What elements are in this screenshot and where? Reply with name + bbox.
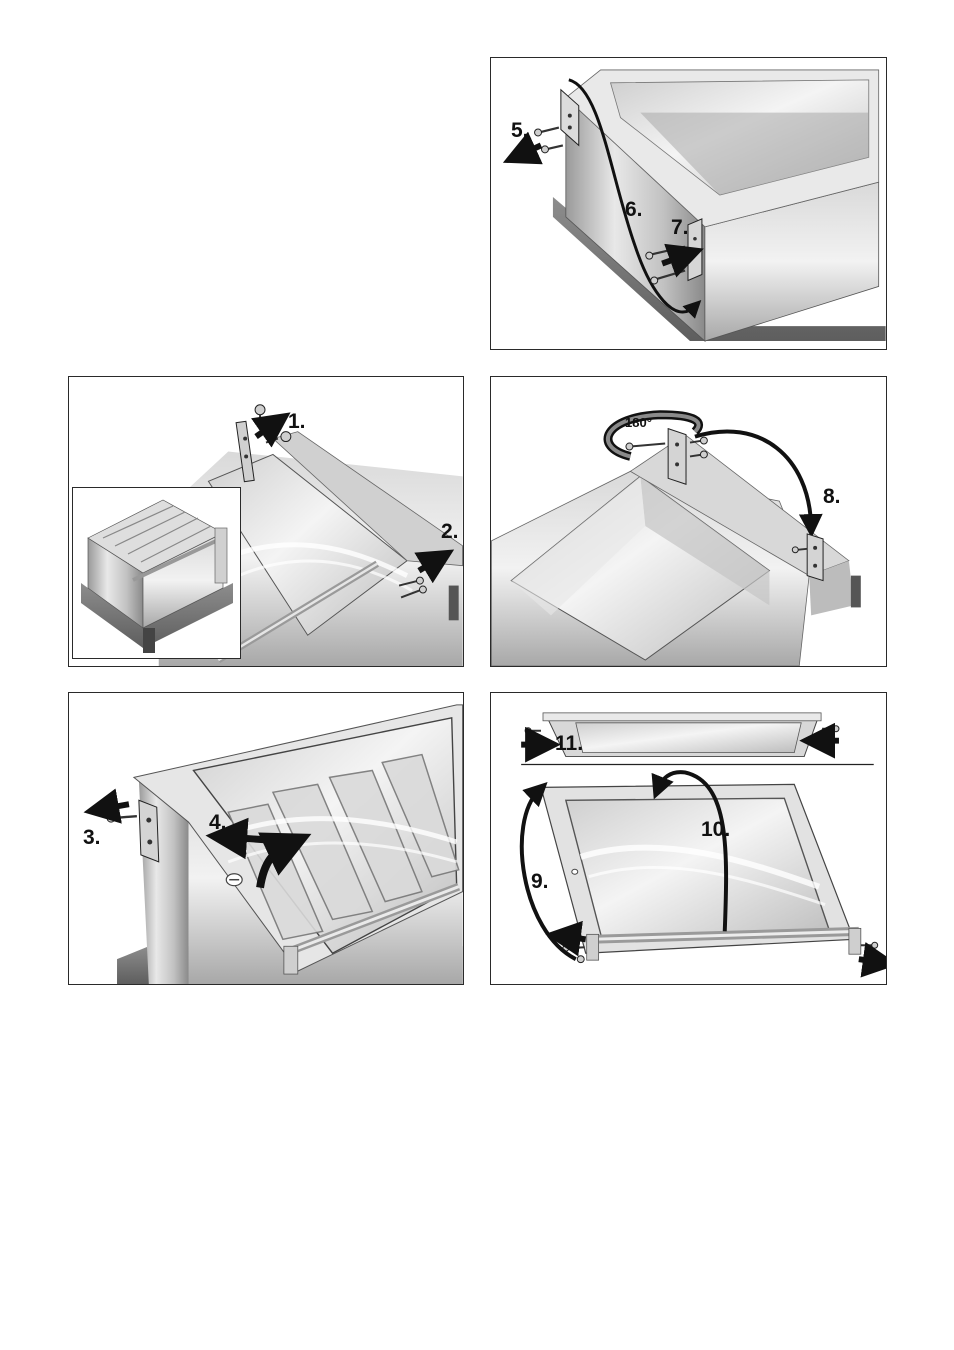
panel-top-right: 5. 6. 7.	[490, 57, 887, 350]
step-label-3: 3.	[83, 827, 101, 848]
step-label-11: 11.	[555, 733, 583, 754]
hinge-plate-bottom	[807, 534, 823, 581]
freezer-lid-removal-illustration	[69, 693, 463, 984]
panel-mid-right: 180° 8.	[490, 376, 887, 667]
step-label-9: 9.	[531, 871, 549, 892]
step-label-5: 5.	[511, 120, 529, 141]
hinge-plate-bottom	[688, 219, 702, 281]
inset-overview	[72, 487, 241, 659]
step-label-2: 2.	[441, 521, 459, 542]
step-label-8: 8.	[823, 486, 841, 507]
step-label-10: 10.	[701, 819, 730, 840]
panel-bottom-left: 3. 4.	[68, 692, 464, 985]
panel-bottom-right: 11. 10. 9.	[490, 692, 887, 985]
freezer-hinge-illustration	[491, 58, 886, 349]
lid-frame-illustration	[491, 693, 886, 984]
hinge-plate-top	[668, 429, 686, 485]
arrow-up-right-icon	[256, 423, 276, 437]
step-label-7: 7.	[671, 217, 689, 238]
arrow-left-icon	[563, 936, 586, 939]
hinge-plate	[139, 800, 159, 862]
freezer-overview-illustration	[73, 488, 240, 658]
arrow-right-icon	[859, 959, 881, 962]
arrow-left-icon	[519, 145, 541, 155]
rotation-label: 180°	[625, 415, 652, 430]
arrow-left-icon	[226, 837, 268, 840]
panel-mid-left: 1. 2.	[68, 376, 464, 667]
freezer-cavity-illustration	[491, 377, 886, 666]
step-label-6: 6.	[625, 199, 643, 220]
step-label-4: 4.	[209, 812, 227, 833]
screw-icon	[107, 814, 137, 822]
arrow-left-icon	[101, 804, 129, 809]
step-label-1: 1.	[288, 411, 306, 432]
